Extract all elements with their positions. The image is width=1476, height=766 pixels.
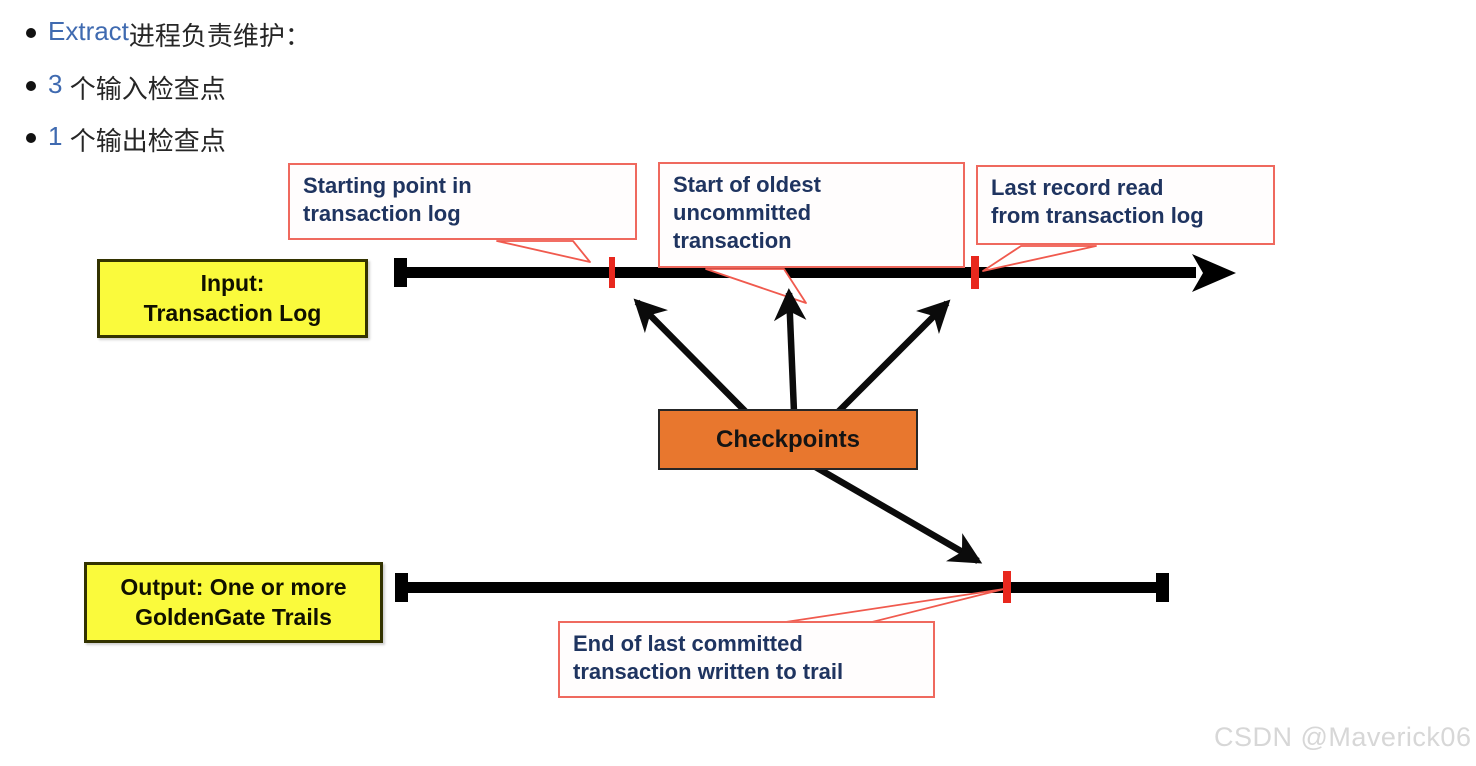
bullet-highlight: 1 [48, 121, 63, 151]
input-timeline-start-cap [394, 258, 407, 287]
callout-tail-end-committed [778, 588, 1005, 624]
callout-line: uncommitted [673, 199, 812, 225]
bullet-dot [26, 133, 36, 143]
bullet-dot [26, 81, 36, 91]
watermark: CSDN @Maverick06 [1214, 722, 1472, 752]
bullet-highlight: 3 [48, 69, 63, 99]
input-box-line: Transaction Log [143, 299, 322, 326]
output-timeline-start-cap [395, 573, 408, 602]
tick-starting-point [609, 257, 615, 288]
input-timeline-arrowhead-icon [1192, 254, 1236, 292]
bullet-input-checkpoints: 3 个输入检查点 [26, 69, 226, 106]
input-box-line: Input: [200, 270, 265, 297]
bullet-highlight: Extract [48, 16, 129, 46]
input-transaction-log-box: Input: Transaction Log [97, 259, 368, 338]
output-box-line: GoldenGate Trails [135, 603, 332, 630]
bullet-dot [26, 28, 36, 38]
arrow-checkpoints-to-oldest-uncommitted [773, 288, 807, 413]
callout-line: transaction written to trail [573, 658, 844, 684]
callout-line: Last record read [991, 175, 1164, 200]
bullet-output-checkpoint: 1 个输出检查点 [26, 121, 226, 158]
callout-oldest-uncommitted: Start of oldest uncommitted transaction [658, 162, 965, 268]
callout-starting-point: Starting point in transaction log [288, 163, 637, 240]
callout-last-record: Last record read from transaction log [976, 165, 1275, 245]
callout-tail-starting-point [496, 240, 591, 263]
checkpoints-box: Checkpoints [658, 409, 918, 470]
callout-tail-last-record [982, 245, 1097, 272]
callout-end-committed: End of last committed transaction writte… [558, 621, 935, 698]
bullet-text: 个输出检查点 [62, 126, 226, 156]
callout-line: Starting point in [303, 173, 472, 198]
output-box-line: Output: One or more [120, 574, 347, 601]
arrow-checkpoints-to-trail-checkpoint [798, 455, 983, 564]
bullet-text: 进程负责维护： [128, 21, 311, 51]
callout-line: End of last committed [573, 631, 803, 656]
arrow-checkpoints-to-last-record [835, 299, 951, 415]
callout-line: from transaction log [991, 202, 1204, 228]
output-goldengate-trails-box: Output: One or more GoldenGate Trails [84, 562, 383, 643]
checkpoints-label: Checkpoints [715, 425, 861, 453]
bullet-text: 个输入检查点 [62, 74, 226, 104]
arrow-checkpoints-to-starting-point [633, 298, 749, 415]
tick-end-committed [1003, 571, 1011, 603]
callout-line: Start of oldest [673, 172, 821, 197]
callout-line: transaction [673, 227, 792, 253]
tick-last-record [971, 256, 979, 289]
callout-line: transaction log [303, 200, 461, 226]
output-timeline-end-cap [1156, 573, 1169, 602]
